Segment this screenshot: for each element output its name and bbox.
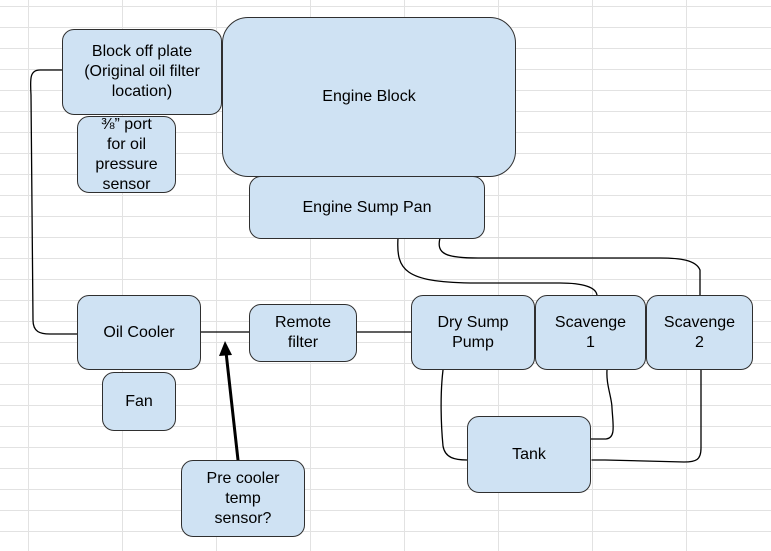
label-pre-cooler-temp-sensor: Pre cooler temp sensor?	[206, 469, 280, 527]
node-oil-pressure-port[interactable]: ⅜” port for oil pressure sensor	[77, 116, 176, 193]
pointer-arrowhead	[219, 341, 232, 356]
label-block-off-plate: Block off plate (Original oil filter loc…	[84, 43, 200, 100]
node-fan[interactable]: Fan	[102, 372, 176, 431]
node-scavenge-2[interactable]: Scavenge 2	[646, 295, 753, 370]
label-oil-pressure-port: ⅜” port for oil pressure sensor	[95, 115, 158, 193]
node-block-off-plate[interactable]: Block off plate (Original oil filter loc…	[62, 29, 222, 115]
label-engine-block: Engine Block	[322, 88, 416, 105]
label-scavenge-1: Scavenge 1	[554, 313, 627, 351]
line-sump-pan-to-scavenge-2	[438, 237, 701, 297]
line-scavenge-1-to-tank	[589, 369, 614, 440]
node-dry-sump-pump[interactable]: Dry Sump Pump	[411, 295, 535, 370]
node-engine-sump-pan[interactable]: Engine Sump Pan	[249, 176, 485, 239]
label-scavenge-2: Scavenge 2	[663, 313, 736, 351]
label-remote-filter: Remote filter	[274, 314, 332, 351]
label-dry-sump-pump: Dry Sump Pump	[437, 313, 509, 351]
line-scavenge-2-to-tank	[591, 369, 702, 463]
line-sump-pan-to-scavenge-1	[397, 237, 598, 297]
label-fan: Fan	[125, 392, 153, 410]
node-scavenge-1[interactable]: Scavenge 1	[535, 295, 646, 370]
label-tank: Tank	[512, 445, 546, 463]
pointer-arrow-shaft	[224, 350, 240, 462]
label-oil-cooler: Oil Cooler	[103, 323, 175, 341]
label-engine-sump-pan: Engine Sump Pan	[302, 198, 432, 216]
node-engine-block[interactable]: Engine Block	[222, 17, 516, 177]
node-remote-filter[interactable]: Remote filter	[249, 304, 357, 362]
line-dry-sump-pump-to-tank	[440, 369, 468, 461]
node-oil-cooler[interactable]: Oil Cooler	[77, 295, 201, 370]
node-pre-cooler-temp-sensor[interactable]: Pre cooler temp sensor?	[181, 460, 305, 537]
node-tank[interactable]: Tank	[467, 416, 591, 493]
